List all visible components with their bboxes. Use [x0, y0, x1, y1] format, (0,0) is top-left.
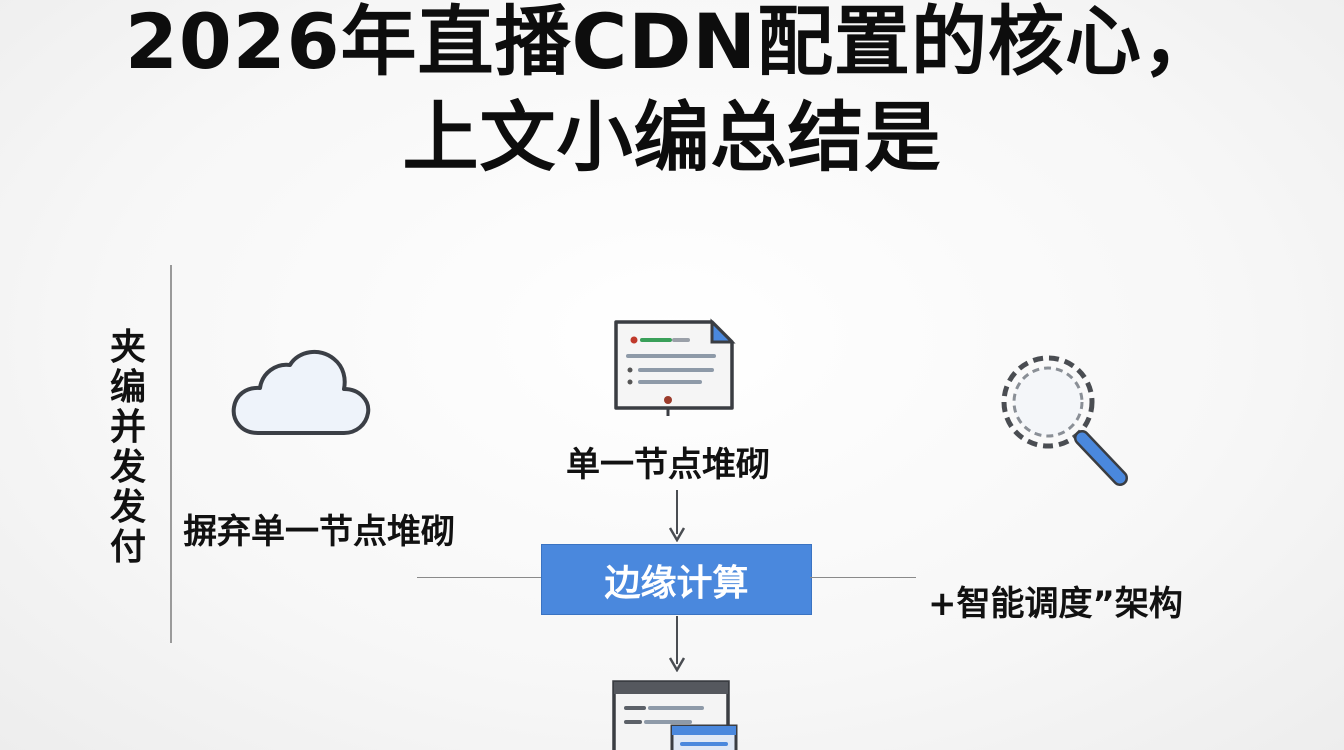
connector-right: [810, 577, 916, 578]
arrow-down-icon: [668, 616, 686, 672]
screen-icon: [612, 680, 738, 750]
left-label: 摒弃单一节点堆砌: [183, 512, 455, 552]
vertical-divider: [170, 265, 172, 643]
title-line-1: 2026年直播CDN配置的核心，: [125, 0, 1219, 86]
center-node: 边缘计算: [541, 544, 812, 615]
magnifier-icon: [1001, 355, 1128, 486]
arrow-down-icon: [668, 490, 686, 542]
right-label: +智能调度”架构: [928, 584, 1183, 624]
cloud-icon: [231, 349, 371, 435]
side-vertical-text: 夹编并发发付: [109, 327, 146, 568]
title-line-2: 上文小编总结是: [402, 93, 942, 182]
connector-left: [417, 577, 541, 578]
top-label: 单一节点堆砌: [566, 445, 770, 485]
document-icon: [614, 318, 736, 416]
